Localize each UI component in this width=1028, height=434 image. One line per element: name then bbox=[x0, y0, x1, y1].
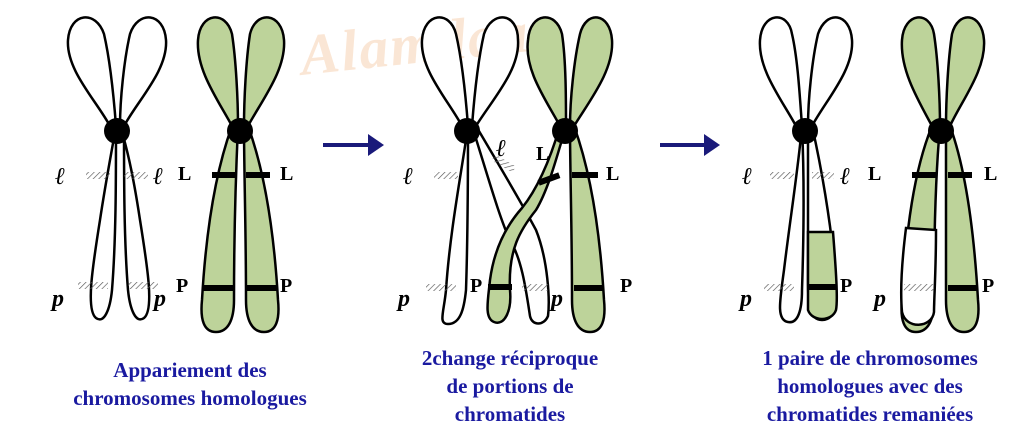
caption-line: chromatides remaniées bbox=[716, 400, 1024, 428]
allele-label: ℓ bbox=[403, 164, 413, 190]
allele-band bbox=[948, 285, 978, 291]
centromere bbox=[792, 118, 818, 144]
allele-band bbox=[124, 172, 148, 179]
allele-band bbox=[904, 284, 934, 291]
allele-band bbox=[78, 282, 108, 289]
arrow-1-icon bbox=[323, 134, 384, 156]
panel-1-caption: Appariement des chromosomes homologues bbox=[30, 356, 350, 412]
caption-line: homologues avec des bbox=[716, 372, 1024, 400]
allele-band bbox=[764, 284, 794, 291]
allele-label: P bbox=[280, 275, 292, 297]
allele-label: P bbox=[840, 275, 852, 297]
allele-band bbox=[488, 284, 512, 290]
panel-2-caption: 2change réciproque de portions de chroma… bbox=[360, 344, 660, 428]
allele-label: p bbox=[152, 286, 166, 312]
allele-band bbox=[212, 172, 236, 178]
allele-label: p bbox=[50, 286, 64, 312]
allele-label: P bbox=[620, 275, 632, 297]
allele-band bbox=[434, 172, 458, 179]
allele-band bbox=[246, 172, 270, 178]
allele-band bbox=[912, 172, 936, 178]
allele-label: L bbox=[868, 163, 881, 185]
allele-band bbox=[426, 284, 456, 291]
caption-line: Appariement des bbox=[30, 356, 350, 384]
allele-label: ℓ bbox=[153, 164, 163, 190]
allele-band bbox=[572, 172, 598, 178]
allele-label: ℓ bbox=[742, 164, 752, 190]
chromatid bbox=[760, 17, 804, 322]
green-chromosome bbox=[198, 17, 284, 332]
allele-label: p bbox=[549, 286, 563, 312]
centromere bbox=[454, 118, 480, 144]
allele-band bbox=[948, 172, 972, 178]
allele-label: L bbox=[606, 163, 619, 185]
panel-3: ℓ ℓ L L p P p P bbox=[738, 17, 997, 332]
white-chromosome bbox=[68, 17, 166, 319]
allele-band bbox=[86, 172, 110, 179]
allele-band bbox=[522, 284, 548, 291]
chromatid bbox=[422, 17, 468, 324]
allele-band bbox=[770, 172, 794, 179]
exchanged-segment bbox=[808, 232, 837, 319]
allele-label: L bbox=[984, 163, 997, 185]
allele-band bbox=[247, 285, 277, 291]
caption-line: chromatides bbox=[360, 400, 660, 428]
centromere bbox=[104, 118, 130, 144]
allele-label: p bbox=[396, 286, 410, 312]
allele-label: L bbox=[280, 163, 293, 185]
allele-band bbox=[808, 284, 836, 290]
allele-label: p bbox=[872, 286, 886, 312]
allele-band bbox=[574, 285, 604, 291]
allele-label: P bbox=[470, 275, 482, 297]
allele-label: L bbox=[536, 143, 549, 165]
panel-1: ℓ ℓ L L p p P P bbox=[50, 17, 293, 332]
panel-3-caption: 1 paire de chromosomes homologues avec d… bbox=[716, 344, 1024, 428]
arrow-2-icon bbox=[660, 134, 720, 156]
allele-label: ℓ bbox=[55, 164, 65, 190]
allele-band bbox=[203, 285, 233, 291]
panel-2: ℓ ℓ L L p P p P bbox=[396, 17, 632, 332]
centromere bbox=[928, 118, 954, 144]
centromere bbox=[227, 118, 253, 144]
chromatid bbox=[68, 17, 116, 319]
allele-band bbox=[812, 172, 834, 179]
exchanged-segment bbox=[901, 228, 936, 325]
caption-line: 1 paire de chromosomes bbox=[716, 344, 1024, 372]
allele-label: ℓ bbox=[840, 164, 850, 190]
allele-label: P bbox=[982, 275, 994, 297]
caption-line: chromosomes homologues bbox=[30, 384, 350, 412]
allele-label: ℓ bbox=[496, 136, 506, 162]
centromere bbox=[552, 118, 578, 144]
allele-label: P bbox=[176, 275, 188, 297]
allele-label: p bbox=[738, 286, 752, 312]
caption-line: de portions de bbox=[360, 372, 660, 400]
caption-line: 2change réciproque bbox=[360, 344, 660, 372]
allele-label: L bbox=[178, 163, 191, 185]
